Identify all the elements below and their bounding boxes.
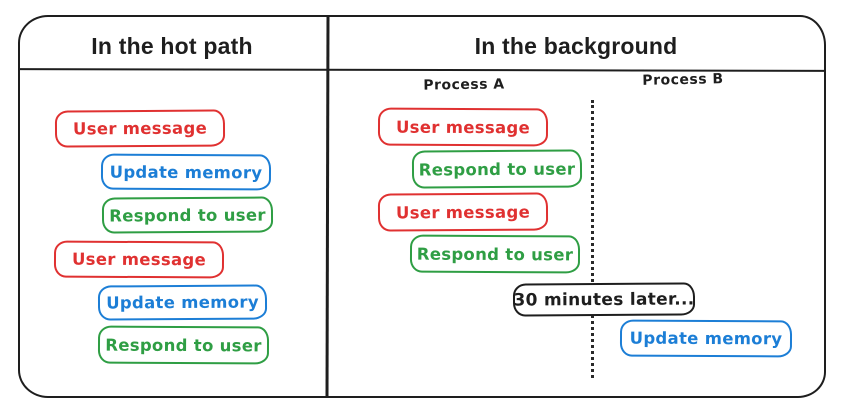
- step-box-update-memory: Update memory: [97, 284, 268, 321]
- outer-frame: [18, 15, 826, 398]
- step-box-user-message: User message: [377, 107, 549, 147]
- step-box-user-message: User message: [377, 192, 549, 232]
- step-box-user-message: User message: [54, 109, 226, 148]
- left-panel-title: In the hot path: [91, 33, 253, 59]
- step-box-respond-to-user: Respond to user: [411, 149, 583, 189]
- step-box-update-memory: Update memory: [619, 319, 793, 358]
- process-divider-dotted-line: [591, 100, 594, 378]
- process-a-label: Process A: [423, 76, 505, 94]
- timer-box-30-minutes-later: 30 minutes later...: [512, 282, 696, 317]
- step-box-respond-to-user: Respond to user: [101, 196, 274, 234]
- step-box-respond-to-user: Respond to user: [97, 325, 270, 365]
- right-panel-title: In the background: [474, 33, 678, 59]
- step-box-respond-to-user: Respond to user: [409, 234, 581, 274]
- step-box-update-memory: Update memory: [100, 153, 272, 191]
- step-box-user-message: User message: [53, 240, 225, 279]
